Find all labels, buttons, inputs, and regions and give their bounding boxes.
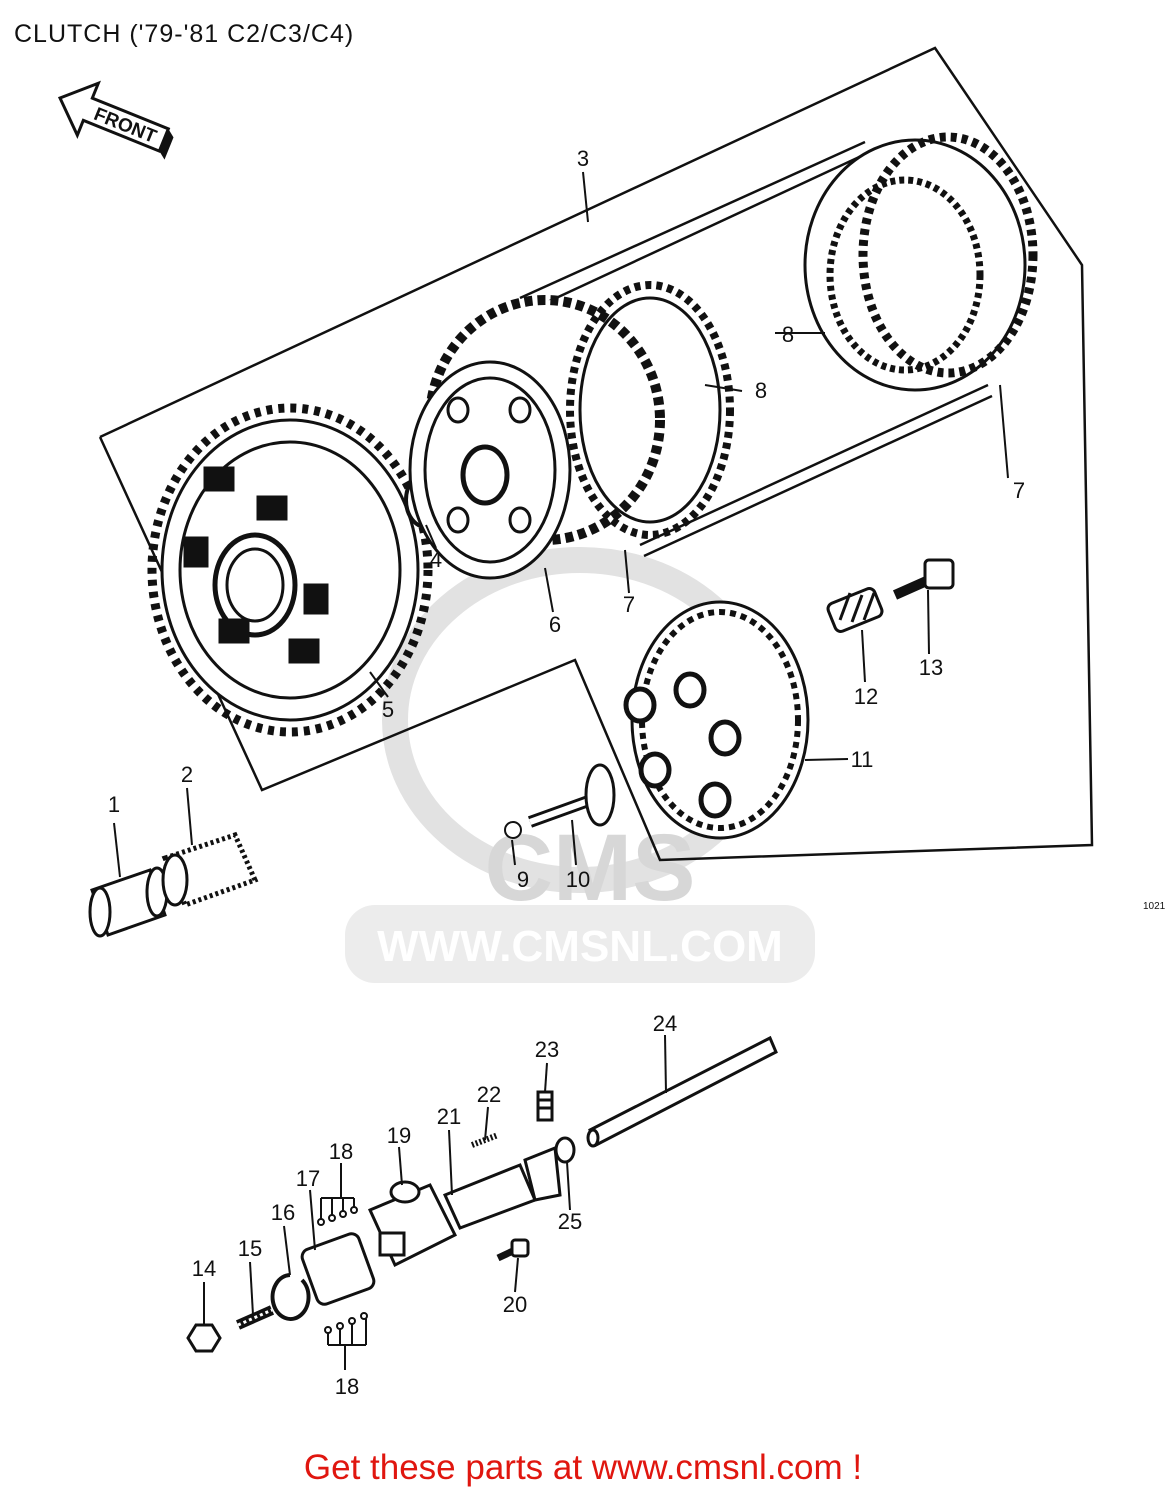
leader-lines — [113, 171, 1009, 1370]
callout-7a: 7 — [623, 592, 635, 617]
ball-group-upper — [317, 1206, 358, 1226]
nut — [186, 1323, 222, 1353]
circlip — [270, 1273, 311, 1321]
callout-18b: 18 — [335, 1374, 359, 1399]
callout-10: 10 — [566, 867, 590, 892]
o-ring — [554, 1136, 576, 1164]
callout-12: 12 — [854, 684, 878, 709]
needle-bearing — [161, 831, 259, 909]
sleeve — [88, 866, 169, 938]
callout-11: 11 — [851, 747, 874, 772]
callout-18a: 18 — [329, 1139, 353, 1164]
callout-15: 15 — [238, 1236, 262, 1261]
release-lever — [300, 1232, 376, 1306]
callout-9: 9 — [517, 867, 529, 892]
assembly-outline — [98, 46, 1094, 862]
clutch-spring-bolt — [892, 558, 955, 600]
release-housing — [367, 1180, 458, 1268]
callout-23: 23 — [535, 1037, 559, 1062]
callout-21: 21 — [437, 1104, 461, 1129]
figure-code: 1021 — [1143, 901, 1166, 912]
set-screw — [536, 1090, 554, 1122]
callout-17: 17 — [296, 1166, 320, 1191]
callout-4: 4 — [430, 547, 442, 572]
front-arrow-icon: FRONT — [57, 80, 174, 160]
release-shaft — [442, 1145, 562, 1230]
pressure-plate — [623, 600, 810, 840]
footer-link-text[interactable]: Get these parts at www.cmsnl.com ! — [303, 1448, 863, 1487]
clutch-plates — [566, 132, 1038, 539]
callout-8b: 8 — [782, 322, 794, 347]
callout-3: 3 — [577, 146, 589, 171]
screw — [496, 1238, 530, 1262]
clutch-hub — [408, 295, 665, 580]
watermark-url: WWW.CMSNL.COM — [377, 922, 783, 971]
diagram-title: CLUTCH ('79-'81 C2/C3/C4) — [14, 20, 355, 48]
steel-ball — [504, 821, 522, 839]
clutch-housing — [147, 403, 433, 737]
callout-labels: 1 2 3 4 5 6 7 7 8 8 9 10 11 12 13 14 15 … — [108, 146, 1025, 1399]
clutch-spring — [826, 587, 884, 633]
callout-13: 13 — [919, 655, 943, 680]
callout-5: 5 — [382, 697, 394, 722]
callout-25: 25 — [558, 1209, 582, 1234]
callout-22: 22 — [477, 1082, 501, 1107]
callout-7b: 7 — [1013, 478, 1025, 503]
ball-group-lower — [324, 1312, 368, 1334]
pushrod — [527, 763, 616, 828]
callout-24: 24 — [653, 1011, 677, 1036]
callout-6: 6 — [549, 612, 561, 637]
callout-20: 20 — [503, 1292, 527, 1317]
push-rod — [586, 1035, 778, 1148]
callout-19: 19 — [387, 1123, 411, 1148]
callout-1: 1 — [108, 792, 120, 817]
callout-8a: 8 — [755, 378, 767, 403]
callout-2: 2 — [181, 762, 193, 787]
adjusting-screw — [235, 1305, 275, 1330]
plate-stack-guide — [519, 140, 993, 558]
callout-14: 14 — [192, 1256, 216, 1281]
callout-16: 16 — [271, 1200, 295, 1225]
